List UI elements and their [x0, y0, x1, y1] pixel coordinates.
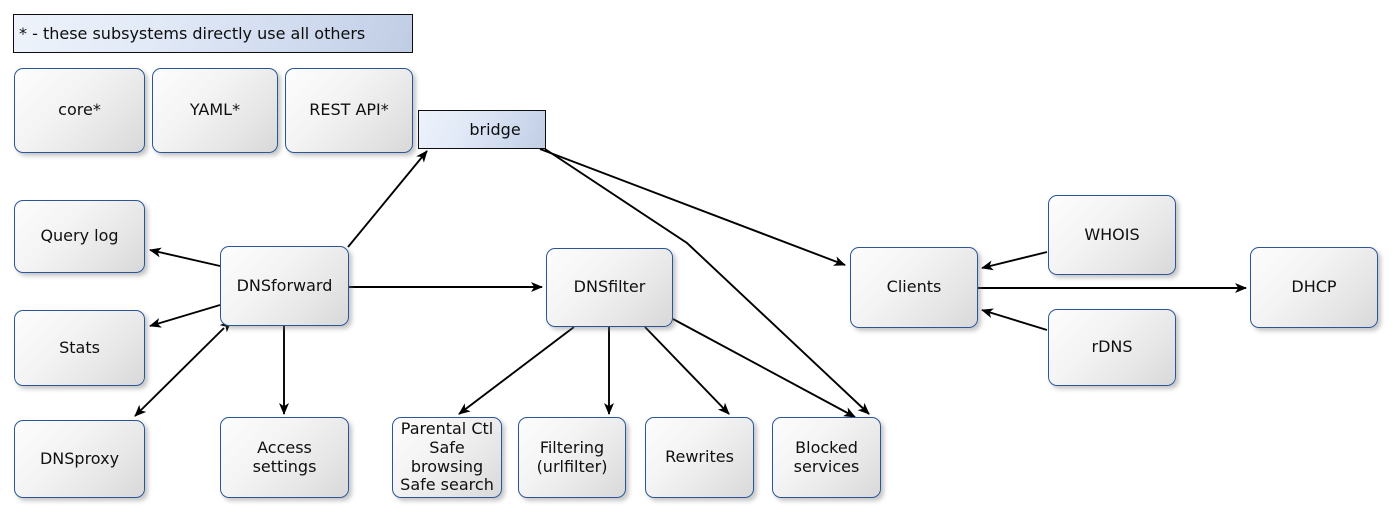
node-dnsfilter-label: DNSfilter — [573, 277, 646, 297]
node-clients[interactable]: Clients — [850, 247, 978, 328]
bridge-note-label: bridge — [469, 120, 521, 139]
edge-rdns-clients — [981, 308, 1048, 331]
node-blocked-services-label: Blocked services — [793, 437, 860, 476]
node-blocked-services[interactable]: Blocked services — [772, 417, 881, 498]
edge-dnsfilter-blockedservices — [672, 318, 856, 418]
edge-whois-clients — [981, 251, 1048, 271]
node-parental-control-label: Parental Ctl Safe browsing Safe search — [400, 418, 494, 495]
edge-dnsfilter-rewrites — [644, 326, 730, 415]
node-whois-label: WHOIS — [1084, 224, 1140, 244]
node-core[interactable]: core* — [14, 68, 145, 153]
node-dnsforward-label: DNSforward — [236, 275, 333, 295]
node-rewrites[interactable]: Rewrites — [645, 417, 754, 498]
node-core-label: core* — [58, 100, 101, 120]
node-access-settings[interactable]: Access settings — [220, 417, 349, 498]
node-yaml-label: YAML* — [189, 100, 241, 120]
edge-dnsforward-dnsproxy — [134, 320, 232, 417]
node-dnsproxy-label: DNSproxy — [39, 448, 120, 468]
node-dnsproxy[interactable]: DNSproxy — [14, 420, 145, 498]
node-parental-control[interactable]: Parental Ctl Safe browsing Safe search — [392, 417, 502, 498]
node-rest-api[interactable]: REST API* — [285, 68, 413, 153]
legend-note-label: * - these subsystems directly use all ot… — [19, 24, 366, 43]
node-rewrites-label: Rewrites — [665, 447, 734, 467]
node-dnsfilter[interactable]: DNSfilter — [546, 248, 673, 327]
node-query-log[interactable]: Query log — [14, 200, 145, 273]
node-dnsforward[interactable]: DNSforward — [220, 246, 349, 326]
node-stats[interactable]: Stats — [14, 310, 145, 386]
node-access-settings-label: Access settings — [252, 437, 317, 476]
legend-note: * - these subsystems directly use all ot… — [13, 14, 413, 53]
node-rdns[interactable]: rDNS — [1048, 309, 1176, 386]
node-filtering[interactable]: Filtering (urlfilter) — [518, 417, 626, 498]
edge-dnsforward-querylog — [149, 247, 221, 267]
edge-dnsforward-bridge — [347, 150, 428, 248]
node-stats-label: Stats — [59, 337, 100, 357]
bridge-note[interactable]: bridge — [418, 110, 546, 149]
node-whois[interactable]: WHOIS — [1048, 195, 1176, 275]
node-dhcp[interactable]: DHCP — [1250, 247, 1378, 328]
node-clients-label: Clients — [886, 277, 942, 297]
node-yaml[interactable]: YAML* — [152, 68, 278, 153]
node-query-log-label: Query log — [40, 226, 119, 246]
edge-dnsfilter-parental — [458, 326, 575, 415]
node-filtering-label: Filtering (urlfilter) — [536, 437, 608, 476]
node-dhcp-label: DHCP — [1291, 277, 1337, 297]
edge-dnsforward-stats — [149, 304, 221, 328]
node-rest-api-label: REST API* — [309, 100, 389, 120]
node-rdns-label: rDNS — [1091, 337, 1133, 357]
